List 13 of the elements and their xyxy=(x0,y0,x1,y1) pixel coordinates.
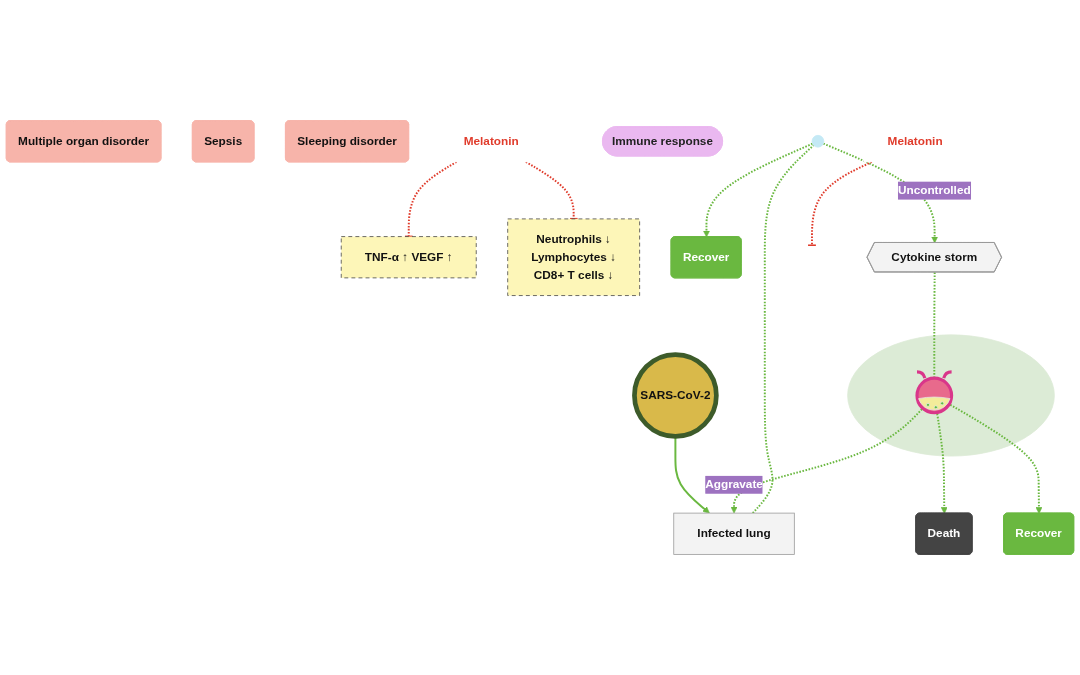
arrow xyxy=(822,142,939,244)
arrow xyxy=(703,142,814,238)
node-box: Neutrophils ↓ Lymphocytes ↓ CD8+ T cells ↓ xyxy=(507,218,641,296)
edge-label: Aggravate xyxy=(705,477,763,491)
cluster xyxy=(847,334,1055,457)
node-text: Melatonin xyxy=(463,133,519,148)
node-text: Melatonin xyxy=(887,133,943,148)
node-circle: SARS-CoV-2 xyxy=(632,352,719,439)
node-circle xyxy=(811,134,825,148)
arrow xyxy=(934,400,948,514)
node-box: TNF-α ↑ VEGF ↑ xyxy=(340,236,477,279)
node-box: Infected lung xyxy=(673,512,795,555)
edge-label: Uncontrolled xyxy=(897,183,971,197)
